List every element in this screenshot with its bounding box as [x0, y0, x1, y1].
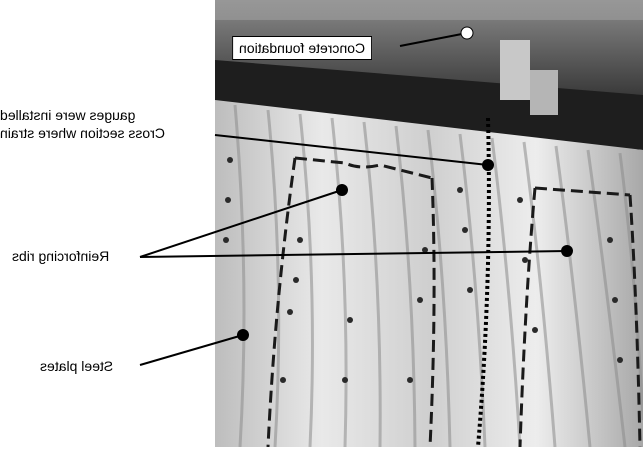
steel-plates-text: Steel plates	[40, 358, 114, 374]
cross-section-text-line2: gauges were installed	[0, 107, 136, 123]
concrete-surface	[215, 0, 643, 20]
concrete-foundation-text: Concrete foundation	[232, 36, 373, 60]
label-cross-section: gauges were installed Cross section wher…	[0, 106, 200, 142]
photo-region	[215, 0, 643, 448]
cross-section-text-line1: Cross section where strain	[0, 125, 165, 141]
corrugation-lines	[233, 104, 643, 448]
foundation-bracket	[500, 40, 530, 100]
reinforcing-ribs-text: Reinforcing ribs	[12, 248, 110, 264]
rib-outlines	[266, 156, 642, 448]
label-steel-plates: Steel plates	[40, 358, 113, 374]
label-concrete-foundation: Concrete foundation	[232, 36, 373, 60]
label-reinforcing-ribs: Reinforcing ribs	[12, 248, 109, 264]
bolts	[223, 157, 623, 383]
annotation-leaders	[139, 32, 568, 366]
annotation-dots	[237, 26, 573, 341]
foundation-beam	[215, 60, 643, 150]
foundation-bracket-2	[530, 70, 558, 115]
